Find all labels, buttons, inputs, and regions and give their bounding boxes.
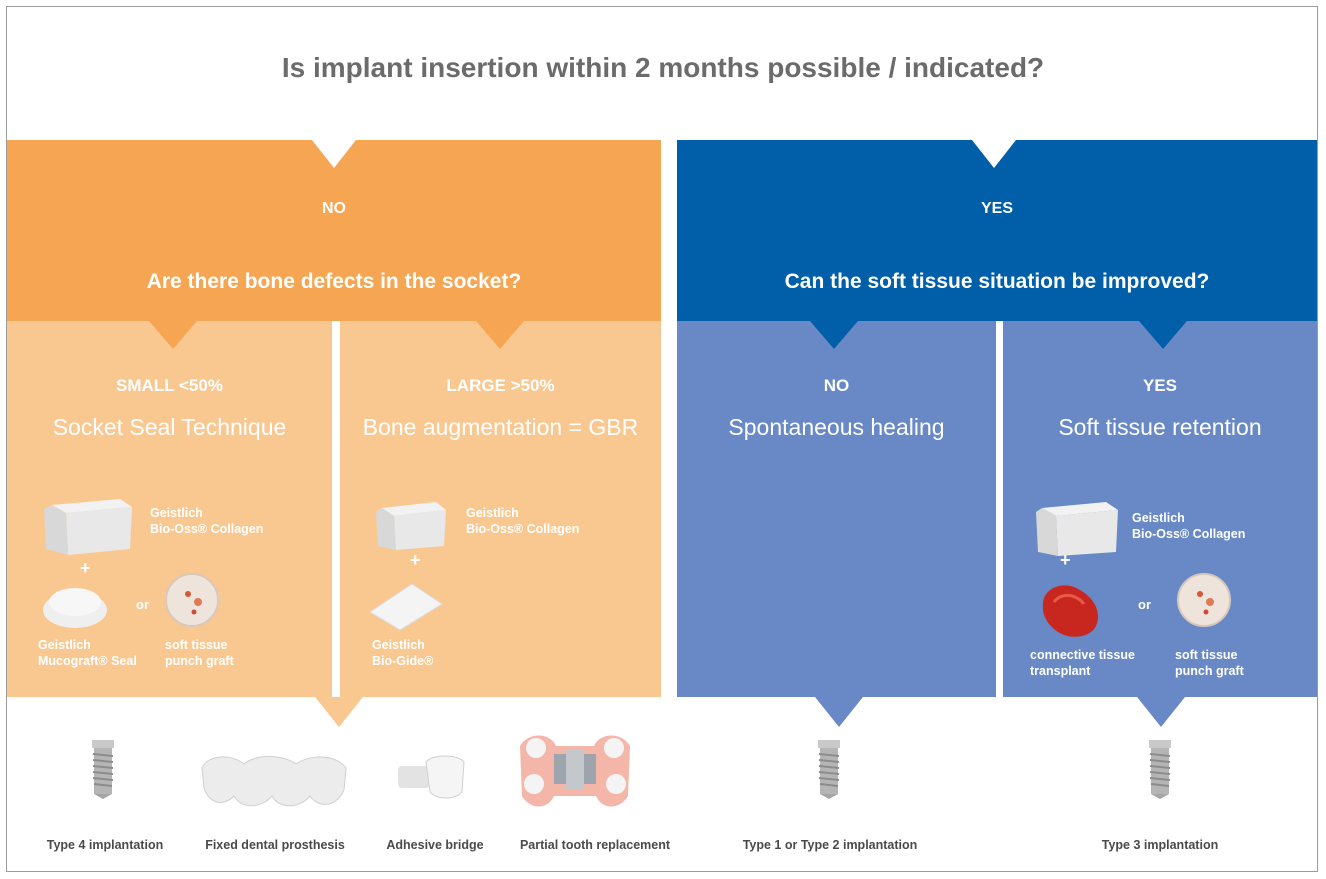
notch-yes [1139, 321, 1187, 349]
small-plus: + [80, 558, 91, 578]
no-panel-title: Spontaneous healing [728, 414, 945, 440]
bio-oss-collagen-block-icon [1036, 502, 1118, 556]
small-title: Socket Seal Technique [52, 414, 287, 440]
caption-type4: Type 4 implantation [46, 838, 164, 852]
small-label: SMALL <50% [116, 376, 223, 395]
fixed-dental-prosthesis-icon [201, 756, 347, 807]
no-header [7, 140, 661, 321]
large-label: LARGE >50% [446, 376, 555, 395]
panel-no [677, 321, 996, 697]
bio-gide-membrane-icon [369, 583, 443, 631]
yes-plus: + [1060, 550, 1071, 570]
large-title: Bone augmentation = GBR [362, 414, 639, 440]
arrow-to-outcomes-left [315, 697, 363, 727]
yes-header [677, 140, 1317, 321]
caption-partial-replacement: Partial tooth replacement [519, 838, 671, 852]
mucograft-seal-icon [43, 588, 107, 628]
yes-or: or [1138, 597, 1151, 612]
caption-type12: Type 1 or Type 2 implantation [742, 838, 918, 852]
arrow-to-type12 [815, 697, 863, 727]
connective-tissue-transplant-icon [1042, 585, 1099, 637]
main-question: Is implant insertion within 2 months pos… [281, 52, 1045, 83]
punch-graft-icon [165, 573, 219, 627]
no-panel-label: NO [823, 376, 850, 395]
notch-large [476, 321, 524, 349]
bone-defects-question: Are there bone defects in the socket? [146, 270, 522, 293]
notch-small [149, 321, 197, 349]
punch-graft-icon [1177, 573, 1231, 627]
caption-adhesive-bridge: Adhesive bridge [386, 838, 484, 852]
soft-tissue-question: Can the soft tissue situation be improve… [784, 270, 1210, 293]
bio-oss-collagen-block-icon [44, 499, 132, 555]
yes-label: YES [980, 200, 1013, 217]
partial-tooth-replacement-icon [520, 735, 630, 807]
yes-panel-label: YES [1142, 376, 1178, 395]
no-label: NO [322, 200, 346, 217]
caption-fixed-prosthesis: Fixed dental prosthesis [205, 838, 345, 852]
notch-no [810, 321, 858, 349]
adhesive-bridge-icon [398, 755, 465, 799]
small-or: or [136, 597, 149, 612]
implant-icon [92, 740, 114, 799]
yes-panel-title: Soft tissue retention [1058, 414, 1262, 440]
implant-icon [818, 740, 840, 799]
yes-header-notch [972, 140, 1016, 168]
arrow-to-type3 [1137, 697, 1185, 727]
bio-oss-collagen-block-icon [376, 502, 446, 550]
large-plus: + [410, 550, 421, 570]
no-header-notch [312, 140, 356, 168]
caption-type3: Type 3 implantation [1101, 838, 1219, 852]
implant-icon [1149, 740, 1171, 799]
